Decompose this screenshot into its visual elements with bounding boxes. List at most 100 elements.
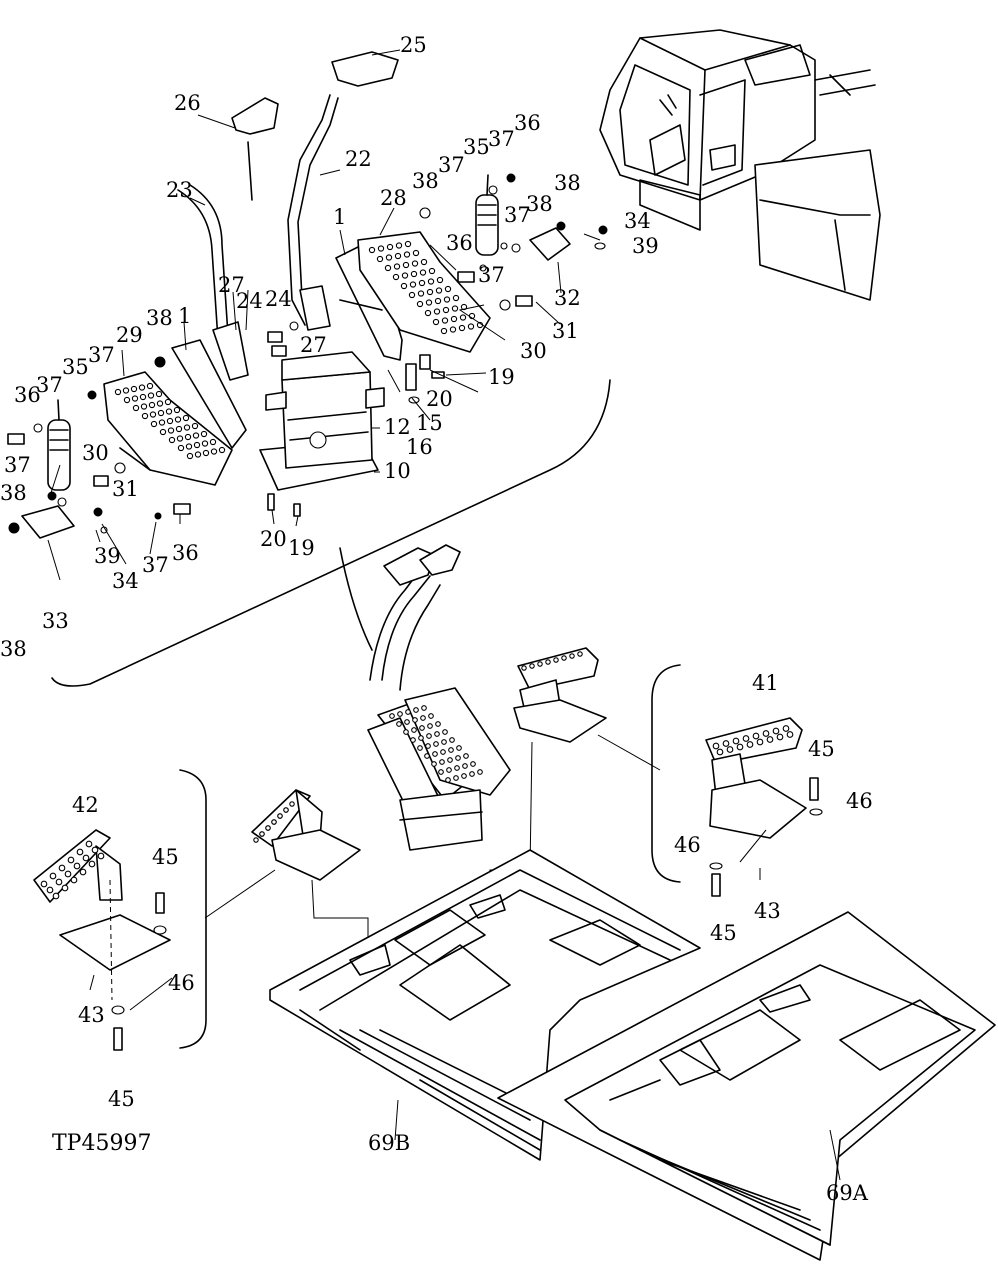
tread-hole: [164, 398, 172, 406]
tread-hole: [396, 721, 402, 727]
callout-46a: 46: [846, 789, 873, 813]
tread-hole: [146, 382, 154, 390]
tread-hole: [114, 388, 122, 396]
tread-hole: [419, 725, 425, 731]
tread-hole: [426, 288, 434, 296]
tread-hole: [368, 246, 376, 254]
tread-hole: [385, 254, 393, 261]
tread-hole: [712, 742, 720, 750]
callout-37a: 37: [488, 127, 515, 151]
callout-30b: 30: [82, 441, 109, 465]
auxiliary-pedal-mid-top: [513, 647, 607, 743]
damper-right: [475, 174, 499, 256]
callout-1a: 1: [333, 205, 346, 229]
pedal-left-assembly: [103, 339, 247, 486]
base-plate-43-right: [709, 779, 807, 839]
tread-hole: [424, 309, 432, 317]
tread-hole: [400, 282, 408, 290]
tread-hole: [431, 761, 437, 767]
callout-69A: 69A: [826, 1181, 869, 1205]
callout-38b: 38: [554, 171, 581, 195]
tread-hole: [76, 848, 84, 856]
callout-35b: 35: [62, 355, 89, 379]
tread-hole: [88, 860, 96, 868]
callout-29: 29: [116, 323, 143, 347]
leader-lines-lower: [394, 1099, 841, 1181]
tread-hole: [253, 837, 259, 843]
callout-31a: 31: [552, 319, 579, 343]
tread-hole: [453, 775, 459, 781]
tread-hole: [529, 663, 535, 669]
callout-15: 15: [416, 411, 443, 435]
callout-42: 42: [72, 793, 99, 817]
tread-hole: [426, 733, 432, 739]
tread-hole: [440, 327, 448, 335]
tread-hole: [762, 730, 770, 737]
callout-28: 28: [380, 186, 407, 210]
tread-hole: [410, 270, 418, 278]
tread-hole: [184, 433, 192, 441]
tread-hole: [58, 864, 66, 872]
callout-24a: 24: [236, 289, 263, 313]
tread-hole: [782, 725, 790, 732]
tread-hole: [451, 305, 459, 312]
tread-hole: [428, 267, 436, 275]
callout-39a: 39: [632, 234, 659, 258]
tread-hole: [64, 870, 72, 878]
tread-hole: [445, 777, 451, 783]
detail-pedal-42: [33, 829, 173, 1051]
tread-hole: [176, 435, 184, 442]
tread-hole: [448, 747, 454, 753]
callout-69B: 69B: [368, 1131, 410, 1155]
callout-38d: 38: [146, 306, 173, 330]
tread-hole: [442, 729, 448, 735]
cab-illustration: [599, 29, 881, 301]
callout-24b: 24: [265, 287, 292, 311]
tread-hole: [122, 387, 130, 394]
tread-hole: [403, 251, 411, 258]
group-bracket-right: [651, 664, 681, 883]
tread-hole: [461, 773, 467, 779]
connector-line-upper: [339, 547, 373, 651]
tread-hole: [435, 721, 441, 727]
tread-hole: [772, 727, 780, 735]
callout-37c: 37: [504, 203, 531, 227]
tread-hole: [283, 807, 289, 813]
tread-hole: [462, 763, 468, 769]
tread-hole: [545, 659, 551, 665]
tread-hole: [150, 420, 158, 428]
floor-plate-69A: [497, 911, 996, 1261]
tread-hole: [756, 738, 764, 746]
tread-hole: [130, 385, 138, 393]
tread-hole: [191, 422, 199, 430]
callout-35a: 35: [463, 135, 490, 159]
tread-hole: [377, 245, 385, 252]
tread-hole: [434, 731, 440, 737]
tread-hole: [436, 276, 444, 284]
tread-hole: [421, 705, 427, 711]
tread-hole: [420, 258, 428, 266]
callout-27b: 27: [300, 333, 327, 357]
tread-hole: [165, 408, 173, 415]
tread-hole: [52, 892, 60, 900]
tread-hole: [752, 732, 760, 740]
callout-30a: 30: [520, 339, 547, 363]
callout-36d: 36: [172, 541, 199, 565]
callout-32: 32: [554, 286, 581, 310]
tread-hole: [477, 769, 483, 775]
tread-hole: [732, 737, 740, 745]
tread-hole: [138, 384, 146, 391]
tread-hole: [132, 404, 140, 412]
tread-hole: [403, 729, 409, 735]
tread-hole: [194, 451, 202, 458]
callout-19b: 19: [288, 536, 315, 560]
tread-hole: [569, 653, 575, 659]
tread-hole: [419, 269, 427, 276]
callout-22: 22: [345, 147, 372, 171]
bracket-32: [529, 227, 571, 261]
pedal-right-assembly: [335, 231, 491, 361]
tread-hole: [97, 852, 105, 860]
tread-hole: [442, 306, 450, 314]
tread-hole: [85, 840, 93, 848]
